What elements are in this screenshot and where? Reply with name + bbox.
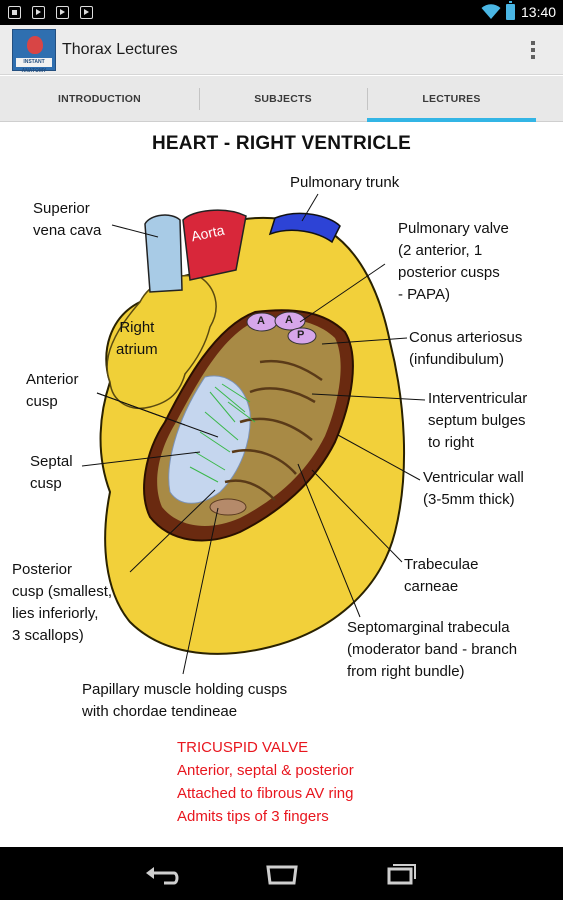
overflow-menu-icon[interactable] [528,39,538,61]
pulmonary-cusp [287,327,317,345]
label-superior-vena-cava: Superior vena cava [33,200,102,239]
action-bar: INSTANT ANATOMY Thorax Lectures [0,25,563,75]
lecture-diagram: HEART - RIGHT VENTRICLE Aorta Right atri… [0,122,563,847]
superior-vena-cava [144,214,183,293]
navigation-bar [0,847,563,900]
heart-illustration [81,193,426,675]
play-notification-icon [32,6,45,19]
tab-divider [199,88,200,110]
label-septal-cusp: Septal cusp [30,453,73,492]
tab-selected-indicator [367,118,536,122]
recent-apps-icon[interactable] [381,859,421,889]
notification-icon [8,6,21,19]
papillary-muscle [209,498,247,516]
pulmonary-cusp-label: P [297,329,305,341]
note-line: Anterior, septal & posterior [177,762,354,779]
tab-lectures[interactable]: LECTURES [422,93,481,105]
battery-icon [506,1,515,20]
label-pulmonary-trunk: Pulmonary trunk [290,174,400,191]
note-line: Attached to fibrous AV ring [177,785,354,802]
pulmonary-cusp-label: A [285,314,293,326]
app-logo-icon[interactable]: INSTANT ANATOMY [12,29,56,74]
chordae-tendineae [189,383,256,483]
back-icon[interactable] [142,859,182,889]
label-septomarginal-trabecula: Septomarginal trabecula (moderator band … [347,619,518,680]
label-ventricular-wall: Ventricular wall (3-5mm thick) [423,469,524,508]
trabeculae-strokes [224,359,323,501]
right-atrium-label: Right atrium [116,319,158,358]
tab-divider [367,88,368,110]
wifi-icon [481,4,501,19]
label-anterior-cusp: Anterior cusp [26,371,79,410]
pulmonary-cusp-label: A [257,315,265,327]
pulmonary-trunk-cap [268,212,341,244]
label-interventricular-septum: Interventricular septum bulges to right [428,390,528,451]
note-line: TRICUSPID VALVE [177,739,309,756]
leader-lines [81,193,426,675]
diagram-title: HEART - RIGHT VENTRICLE [152,133,411,154]
tab-bar: INTRODUCTION SUBJECTS LECTURES [0,76,563,122]
play-notification-icon [80,6,93,19]
app-title: Thorax Lectures [62,41,178,58]
label-conus-arteriosus: Conus arteriosus (infundibulum) [409,329,523,368]
app-icon-text: INSTANT ANATOMY [16,58,52,74]
label-posterior-cusp: Posterior cusp (smallest, lies inferiorl… [12,561,113,644]
home-icon[interactable] [262,859,302,889]
play-notification-icon [56,6,69,19]
tab-introduction[interactable]: INTRODUCTION [58,93,141,105]
tricuspid-valve-notes: TRICUSPID VALVE Anterior, septal & poste… [177,736,354,828]
note-line: Admits tips of 3 fingers [177,808,329,825]
label-pulmonary-valve: Pulmonary valve (2 anterior, 1 posterior… [398,220,509,303]
pulmonary-cusp [274,311,306,331]
tab-subjects[interactable]: SUBJECTS [254,93,312,105]
label-trabeculae-carneae: Trabeculae carneae [404,556,479,595]
label-papillary-muscle: Papillary muscle holding cusps with chor… [82,681,288,720]
status-bar: 13:40 [0,0,563,25]
heart-icon [27,36,43,54]
aorta [182,209,247,281]
status-clock: 13:40 [521,4,557,20]
septal-cusp-region [168,375,251,504]
